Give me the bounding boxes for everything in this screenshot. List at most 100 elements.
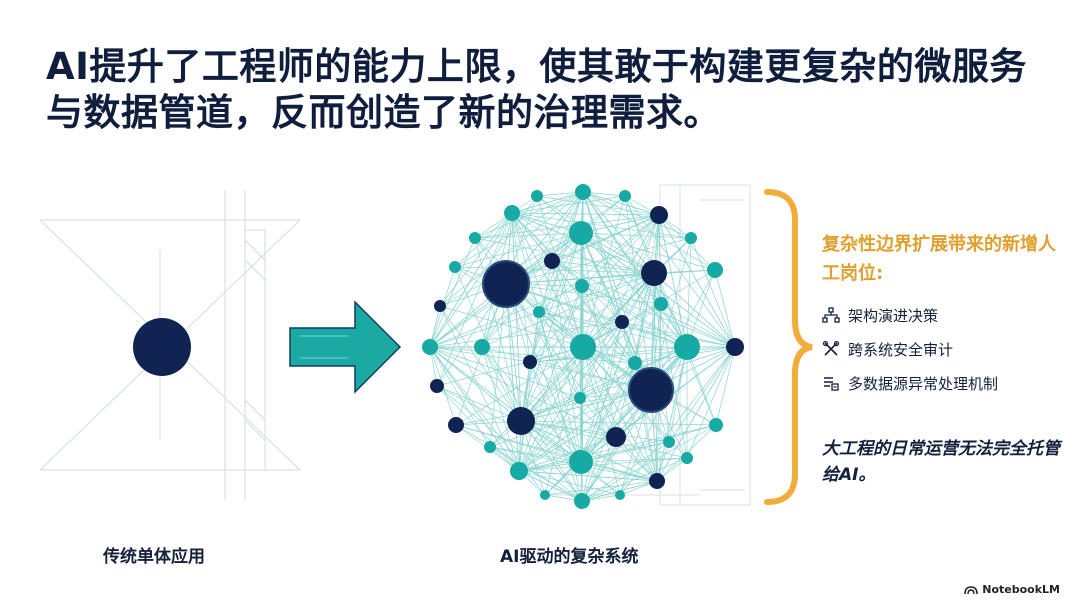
- network-edge: [529, 232, 582, 363]
- network-edge: [581, 285, 658, 482]
- network-edge: [439, 191, 584, 307]
- list-item: 多数据源异常处理机制: [822, 370, 1072, 396]
- network-node: [726, 338, 744, 356]
- sidebar-note: 大工程的日常运营无法完全托管给AI。: [822, 439, 1060, 485]
- network-edges: [429, 191, 736, 502]
- network-edge: [489, 446, 582, 463]
- network-edge: [529, 361, 658, 482]
- network-edge: [650, 237, 692, 391]
- network-edge: [653, 272, 688, 348]
- network-edge: [580, 214, 660, 234]
- network-nodes: [422, 184, 744, 509]
- network-edge: [686, 237, 692, 348]
- page-title: AI提升了工程师的能力上限，使其敢于构建更复杂的微服务与数据管道，反而创造了新的…: [46, 45, 1027, 134]
- network-edge: [582, 237, 692, 348]
- network-edge: [518, 470, 583, 502]
- network-edge: [580, 272, 655, 463]
- network-edge: [511, 212, 662, 305]
- network-edge: [429, 285, 583, 348]
- network-node: [663, 436, 675, 448]
- network-edge: [505, 283, 520, 472]
- network-edge: [518, 470, 621, 496]
- network-node: [570, 334, 596, 360]
- network-edge: [538, 311, 688, 348]
- network-edge: [436, 385, 583, 502]
- network-edge: [520, 420, 658, 482]
- network-edge: [529, 361, 582, 463]
- network-edge: [429, 237, 476, 348]
- network-edge: [474, 214, 660, 239]
- label-ai-complex-system: AI驱动的复杂系统: [500, 547, 639, 567]
- list-item-label: 架构演进决策: [848, 306, 939, 325]
- network-edge: [455, 424, 658, 482]
- network-edge: [436, 385, 522, 422]
- data-list-icon: [824, 377, 839, 391]
- network-node: [574, 392, 586, 404]
- network-node: [575, 184, 591, 200]
- transition-arrow-icon: [289, 300, 402, 394]
- network-edge: [511, 212, 583, 287]
- network-edge: [536, 195, 660, 216]
- network-edge: [511, 212, 581, 399]
- network-node: [422, 339, 438, 355]
- network-edge: [619, 346, 736, 496]
- network-edge: [505, 283, 662, 305]
- network-node: [628, 367, 674, 413]
- network-edge: [582, 346, 658, 482]
- network-edge: [656, 346, 736, 482]
- network-edge: [429, 321, 623, 348]
- network-edge: [580, 321, 623, 463]
- network-edge: [518, 436, 617, 472]
- network-edge: [615, 436, 658, 482]
- network-edge: [581, 424, 717, 502]
- network-edge: [580, 232, 662, 305]
- network-node: [641, 260, 667, 286]
- network-edge: [582, 191, 716, 271]
- network-node: [649, 473, 665, 489]
- network-edge: [429, 260, 553, 348]
- network-node: [434, 300, 446, 312]
- network-edge: [518, 362, 636, 472]
- network-edge: [511, 191, 584, 214]
- network-node: [533, 306, 545, 318]
- network-edge: [580, 232, 736, 348]
- network-edge: [505, 214, 660, 285]
- role-list: 架构演进决策 跨系统安全审计 多数据源异常处理机制: [822, 302, 1072, 404]
- network-edge: [544, 480, 658, 496]
- network-node: [569, 450, 593, 474]
- network-node: [575, 279, 589, 293]
- network-edge: [518, 397, 581, 472]
- network-edge: [621, 214, 660, 323]
- network-edge: [582, 346, 617, 438]
- network-edge: [715, 346, 736, 426]
- network-edge: [429, 346, 582, 463]
- network-node: [654, 297, 668, 311]
- network-node: [482, 260, 530, 308]
- network-node: [574, 493, 590, 509]
- hierarchy-icon: [822, 307, 840, 323]
- network-edge: [658, 214, 716, 271]
- network-edge: [520, 420, 617, 438]
- network-edge: [511, 212, 540, 313]
- brand-name: NotebookLM: [982, 583, 1060, 596]
- network-edge: [581, 285, 688, 348]
- network-edge: [582, 269, 716, 348]
- network-node: [650, 206, 668, 224]
- network-edge: [668, 346, 736, 443]
- list-item: 架构演进决策: [822, 302, 1072, 328]
- network-node: [569, 221, 593, 245]
- network-edge: [538, 311, 658, 482]
- network-edge: [579, 214, 660, 399]
- network-edge: [538, 311, 736, 348]
- network-node: [606, 427, 626, 447]
- network-edge: [439, 212, 513, 307]
- network-edge: [624, 195, 736, 348]
- network-node: [544, 253, 560, 269]
- network-edge: [582, 214, 660, 348]
- network-edge: [656, 346, 688, 482]
- network-node: [615, 315, 629, 329]
- network-edge: [454, 266, 584, 348]
- network-edge: [518, 470, 658, 482]
- network-edge: [582, 191, 660, 216]
- network-edge: [454, 212, 513, 268]
